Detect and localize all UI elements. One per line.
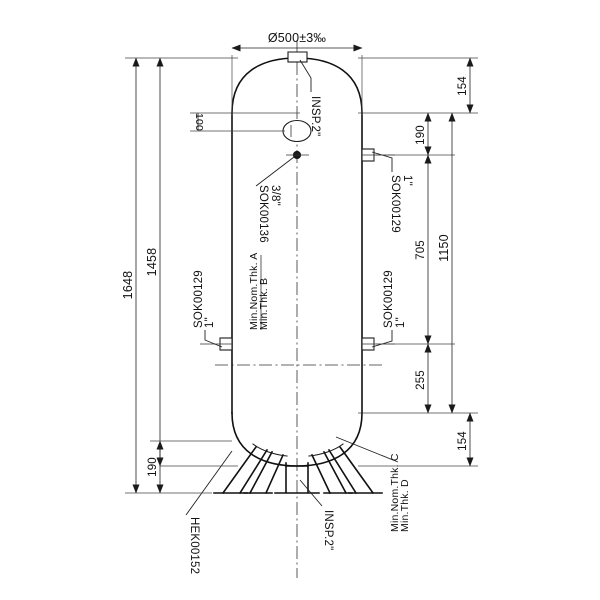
nlr-leader-line [371,330,393,348]
leader-top-inspection: INSP.2" [299,59,321,136]
dim-1150-label: 1150 [437,234,451,262]
leader-nozzle-upper-right: 1" SOK00129 [371,151,413,233]
bottom-center-nozzle [274,462,320,494]
top-nozzle-body [287,51,308,63]
label-thickness-a: Min.Nom.Thk. A [248,253,260,330]
dim-705-label: 705 [415,240,427,260]
dim-255-label: 255 [415,370,427,390]
support-legs [213,443,383,495]
dim-leg-190-label: 190 [147,457,159,477]
top-inspection-nozzle [287,51,308,63]
label-drain-tag: SOK00136 [257,185,269,243]
dim-1458-label: 1458 [145,248,159,277]
dim-1648-label: 1648 [121,271,135,300]
label-top-inspection: INSP.2" [309,96,321,136]
leg-tag-leader-line [185,450,233,516]
nll-leader-line [204,330,223,348]
thickness-cd-leader [335,436,399,463]
manway-nozzle [282,119,312,143]
dimension-leg-190: 190 [147,440,232,494]
thickness-callout-cd: Min.Nom.Thk. C Min.Thk. D [335,436,411,532]
dimension-left-chain: 1458 1648 [121,57,238,494]
dim-100-label: 100 [193,113,205,131]
manway-ellipse [282,119,312,143]
label-bottom-inspection: INSP.2" [322,510,334,550]
leader-drain: 3/8" SOK00136 [255,156,295,243]
dimension-diameter: Ø500±3‰ [231,31,363,115]
thickness-callout-ab: Min.Nom.Thk. A Min.Thk. B [248,253,270,330]
label-nozzle-lower-left-tag: SOK00129 [193,270,205,328]
label-drain-size: 3/8" [269,185,281,206]
label-nozzle-lower-right-tag: SOK00129 [383,270,395,328]
leader-bottom-inspection: INSP.2" [299,479,334,550]
label-nozzle-upper-right-tag: SOK00129 [389,175,401,233]
label-leg-tag: HEK00152 [188,517,200,574]
leg-left-outer-inner-edge [221,445,258,495]
drain-connection [286,150,309,160]
side-nozzles [200,148,395,351]
leg-right-inner-inner-edge [310,453,332,495]
label-thickness-c: Min.Nom.Thk. C [389,453,401,532]
dim-154-bottom-label: 154 [457,431,469,451]
nur-leader-line [371,151,393,172]
top-insp-leader-line [299,59,312,92]
label-thickness-d: Min.Thk. D [399,479,411,532]
bottom-insp-leader-line [299,479,323,507]
dim-190-label: 190 [415,125,427,145]
leader-nozzle-lower-right: 1" SOK00129 [371,270,407,348]
dimension-100: 100 [190,112,300,132]
label-nozzle-upper-right-size: 1" [401,175,413,186]
leg-right-inner-outer-edge [322,450,348,495]
leg-pad-left [252,443,288,457]
label-thickness-b: Min.Thk. B [258,278,270,330]
leg-left-inner-outer-edge [264,453,285,495]
leg-pad-right [308,443,344,457]
leg-left-inner-inner-edge [248,450,274,495]
leg-right-outer-inner-edge [327,448,358,495]
leader-leg-tag: HEK00152 [185,450,233,574]
leg-right-outer-outer-edge [338,445,375,495]
leader-nozzle-lower-left: 1" SOK00129 [193,270,223,348]
dimension-right-chain: 154 190 705 255 1150 154 [358,57,478,467]
dim-154-top-label: 154 [457,76,469,96]
dim-diameter-label: Ø500±3‰ [268,31,327,45]
drain-leader-line [255,156,295,187]
label-nozzle-lower-left-size: 1" [204,317,216,328]
leg-left-outer-outer-edge [238,448,269,495]
label-nozzle-lower-right-size: 1" [395,317,407,328]
